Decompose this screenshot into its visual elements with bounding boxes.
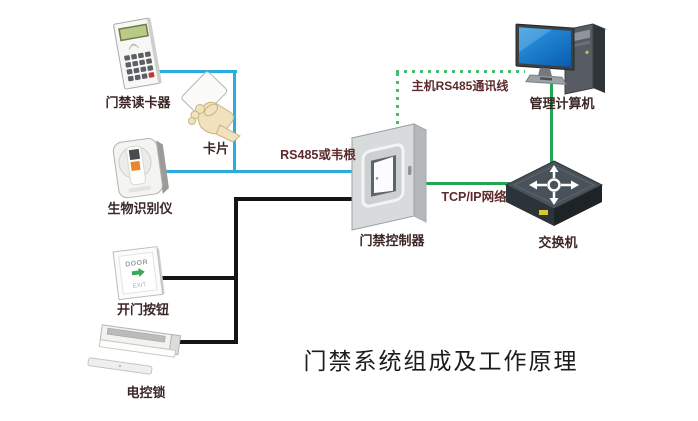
- switch-label-sticker: [539, 210, 548, 215]
- network-switch-device: [504, 160, 604, 226]
- biometric-reader-device: [112, 138, 169, 199]
- card-label: 卡片: [202, 141, 229, 156]
- monitor: [515, 23, 575, 86]
- io-line-electric-lock: [154, 340, 238, 344]
- door-glyph: [374, 156, 393, 194]
- reader-button: [130, 160, 141, 172]
- electric-lock-device: [87, 324, 182, 375]
- management-computer-device: [515, 23, 607, 95]
- switch-arrows-icon: [529, 165, 579, 205]
- computer-switch-line: [550, 84, 553, 163]
- hand-graphic: [188, 101, 241, 142]
- biometric-reader-label: 生物识别仪: [107, 201, 173, 216]
- exit-button-label: 开门按钮: [116, 302, 169, 317]
- controller-label: 门禁控制器: [359, 233, 425, 248]
- reader-bus-line-to-controller: [155, 170, 354, 173]
- speaker-icon: [128, 43, 140, 50]
- exit-arrow-icon: [131, 268, 145, 277]
- management-computer-label: 管理计算机: [529, 96, 595, 111]
- power-led: [585, 50, 589, 54]
- exit-button-face-bottom: EXIT: [132, 282, 146, 290]
- monitor-screen: [519, 27, 571, 67]
- io-line-exit-button: [155, 276, 238, 280]
- tcpip-line: [424, 182, 510, 185]
- reader-display: [128, 148, 141, 161]
- exit-button-face-top: DOOR: [125, 259, 149, 269]
- electric-lock-label: 电控锁: [126, 385, 166, 400]
- tcpip-label: TCP/IP网络: [441, 190, 507, 204]
- host-rs485-label: 主机RS485通讯线: [411, 79, 509, 93]
- network-switch-label: 交换机: [538, 235, 578, 250]
- host-rs485-dotted-vertical: [396, 73, 399, 132]
- card-reader-label: 门禁读卡器: [105, 95, 171, 110]
- reader-bus-line-vertical: [233, 70, 236, 173]
- diagram-title: 门禁系统组成及工作原理: [303, 349, 579, 374]
- reader-bus-line-top: [159, 70, 237, 73]
- io-line-to-controller: [234, 197, 354, 201]
- card-reader-device: [113, 17, 162, 90]
- io-line-vertical: [234, 197, 238, 344]
- exit-button-device: DOOR EXIT: [112, 246, 165, 301]
- keypad: [124, 51, 155, 82]
- hand-with-card: [181, 71, 241, 142]
- reader-bus-label: RS485或韦根: [280, 148, 356, 162]
- controller-device: [350, 123, 428, 231]
- host-rs485-dotted-horizontal: [396, 70, 525, 73]
